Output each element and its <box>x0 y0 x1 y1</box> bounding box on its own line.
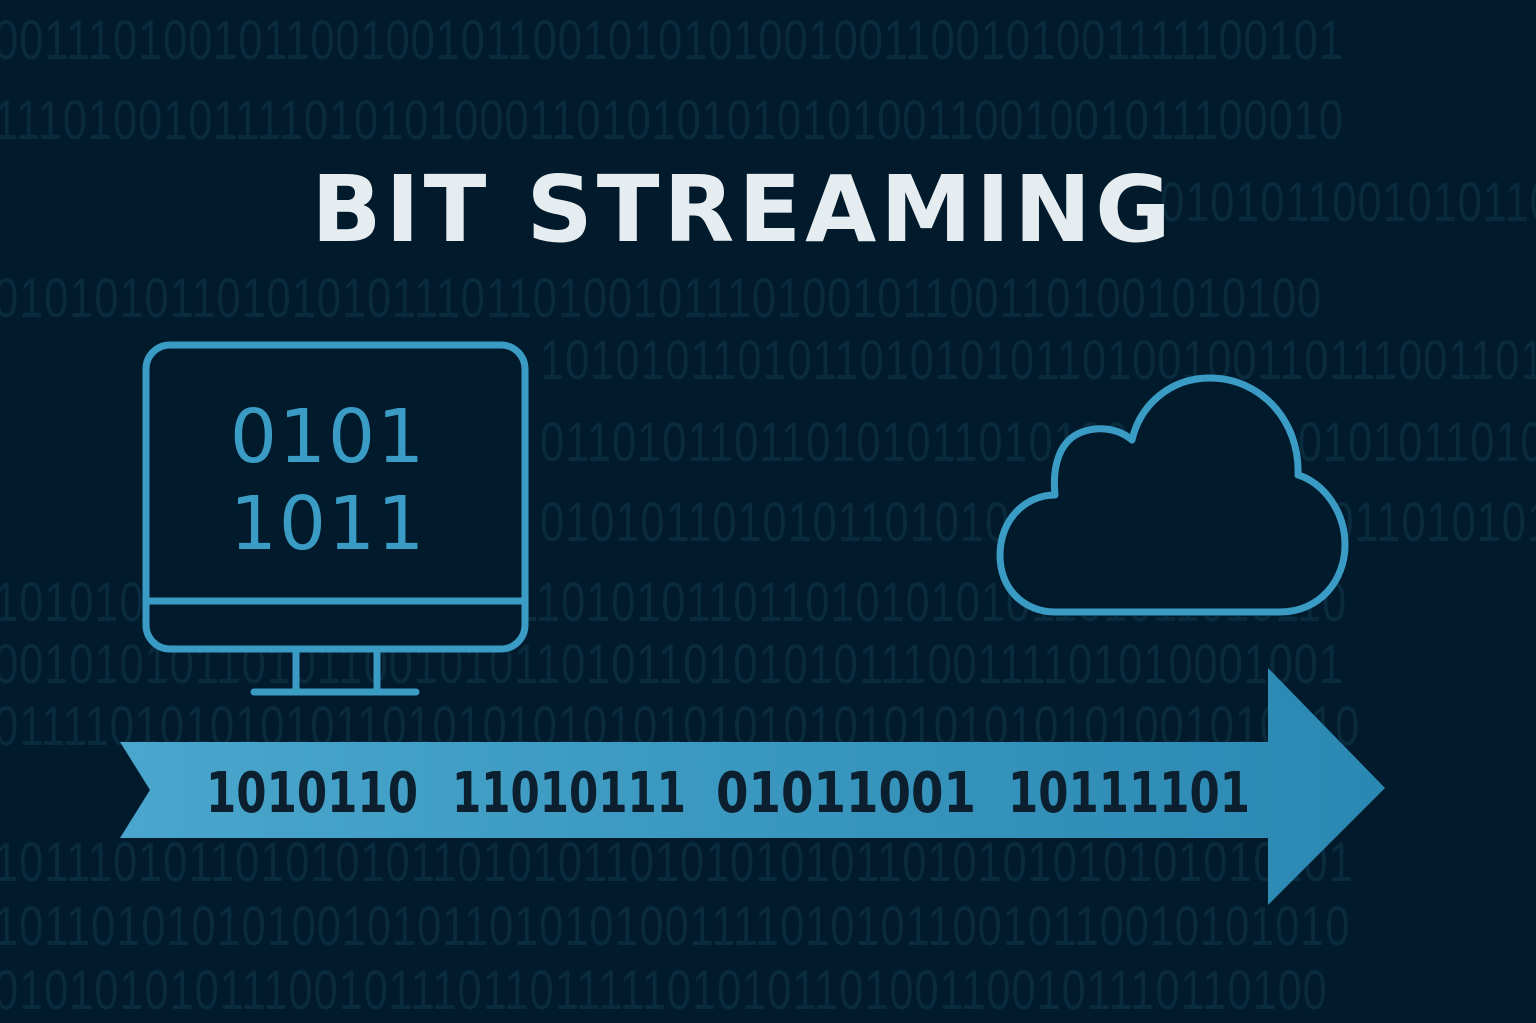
binary-row: 1110100101111010101000110101010101010011… <box>0 88 1344 151</box>
stream-byte: 11010111 <box>452 761 686 826</box>
monitor-screen-line-1: 0101 <box>230 394 426 480</box>
cloud-icon <box>996 374 1349 616</box>
binary-row: 0110101101101010110101001010111010101101… <box>540 410 1536 473</box>
binary-row: 1011010101010010101101010100111101010110… <box>0 894 1351 957</box>
binary-row: 0101010101110010111011011111010101101001… <box>0 958 1328 1021</box>
binary-row: 0101011001010110110101011011011010001011… <box>1160 170 1536 233</box>
page-title: BIT STREAMING <box>311 156 1175 263</box>
binary-row: 0011101001011001001011001010101001001100… <box>0 8 1344 71</box>
stream-byte: 10111101 <box>1008 761 1250 826</box>
stream-byte: 01011001 <box>716 761 976 826</box>
stream-byte: 1010110 <box>206 761 418 826</box>
monitor-icon <box>142 341 529 696</box>
binary-row: 1010101101011010101011010010011011100110… <box>540 328 1536 391</box>
binary-row: 1011101011010101011010101101010101011010… <box>0 830 1354 893</box>
binary-row: 0101010110101010111011010010111010010110… <box>0 266 1322 329</box>
arrow-icon <box>120 668 1385 905</box>
monitor-screen-line-2: 1011 <box>230 481 426 567</box>
